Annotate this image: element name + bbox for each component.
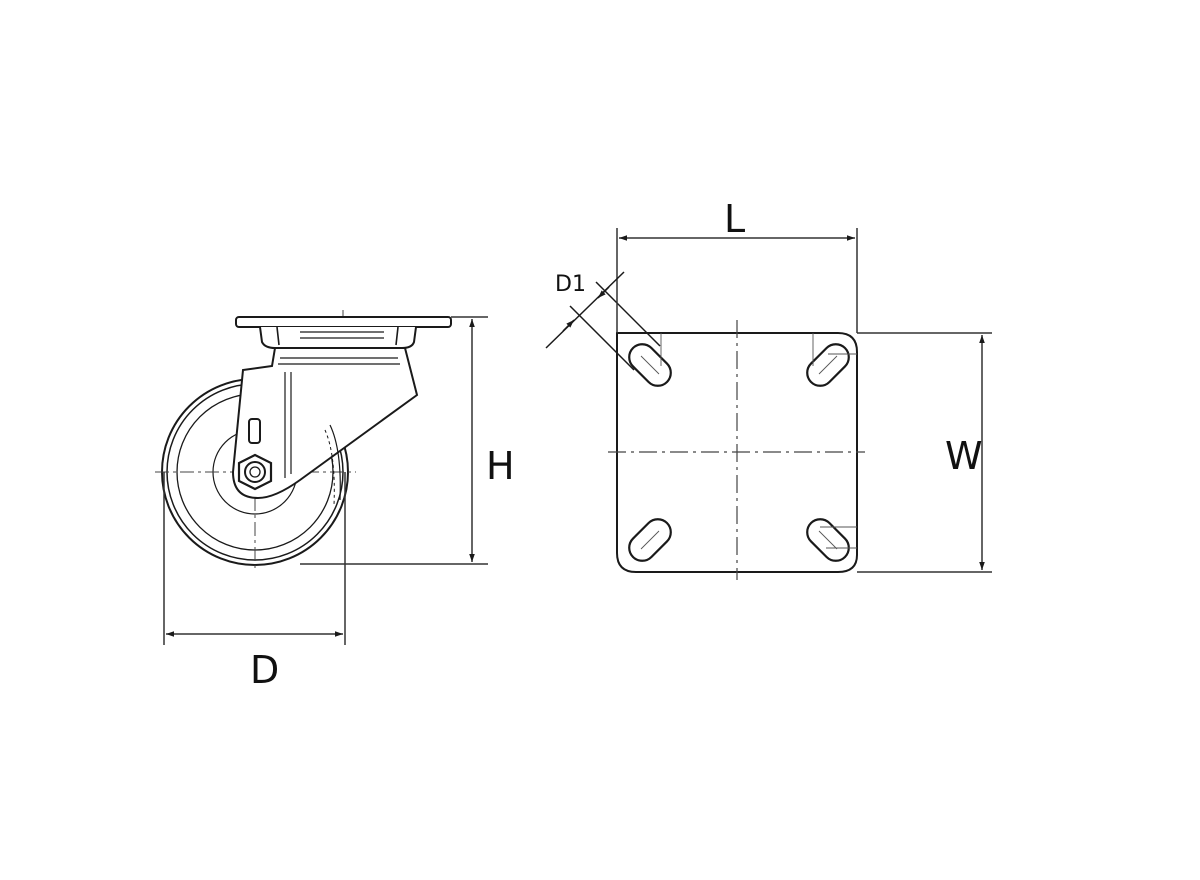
plate-outline [616, 332, 858, 573]
mounting-plate [235, 316, 452, 328]
dimension-h [300, 316, 488, 565]
plate-top-view [569, 281, 865, 580]
slot-top-right [806, 343, 850, 387]
label-d: D [250, 648, 280, 692]
caster-side-view [155, 310, 452, 572]
axle-nut [237, 453, 273, 491]
dimension-d1 [545, 271, 625, 349]
slot-bottom-left [628, 518, 672, 562]
dimension-w [857, 332, 992, 573]
label-d1: D1 [555, 272, 586, 297]
fork-slot [248, 418, 261, 444]
label-h: H [486, 444, 515, 488]
slot-top-left [628, 343, 672, 387]
plate-centerlines [608, 320, 865, 580]
dimension-d [163, 472, 346, 645]
label-l: L [724, 197, 746, 241]
dimension-l [616, 228, 858, 333]
fork [231, 347, 419, 500]
label-w: W [945, 434, 983, 478]
